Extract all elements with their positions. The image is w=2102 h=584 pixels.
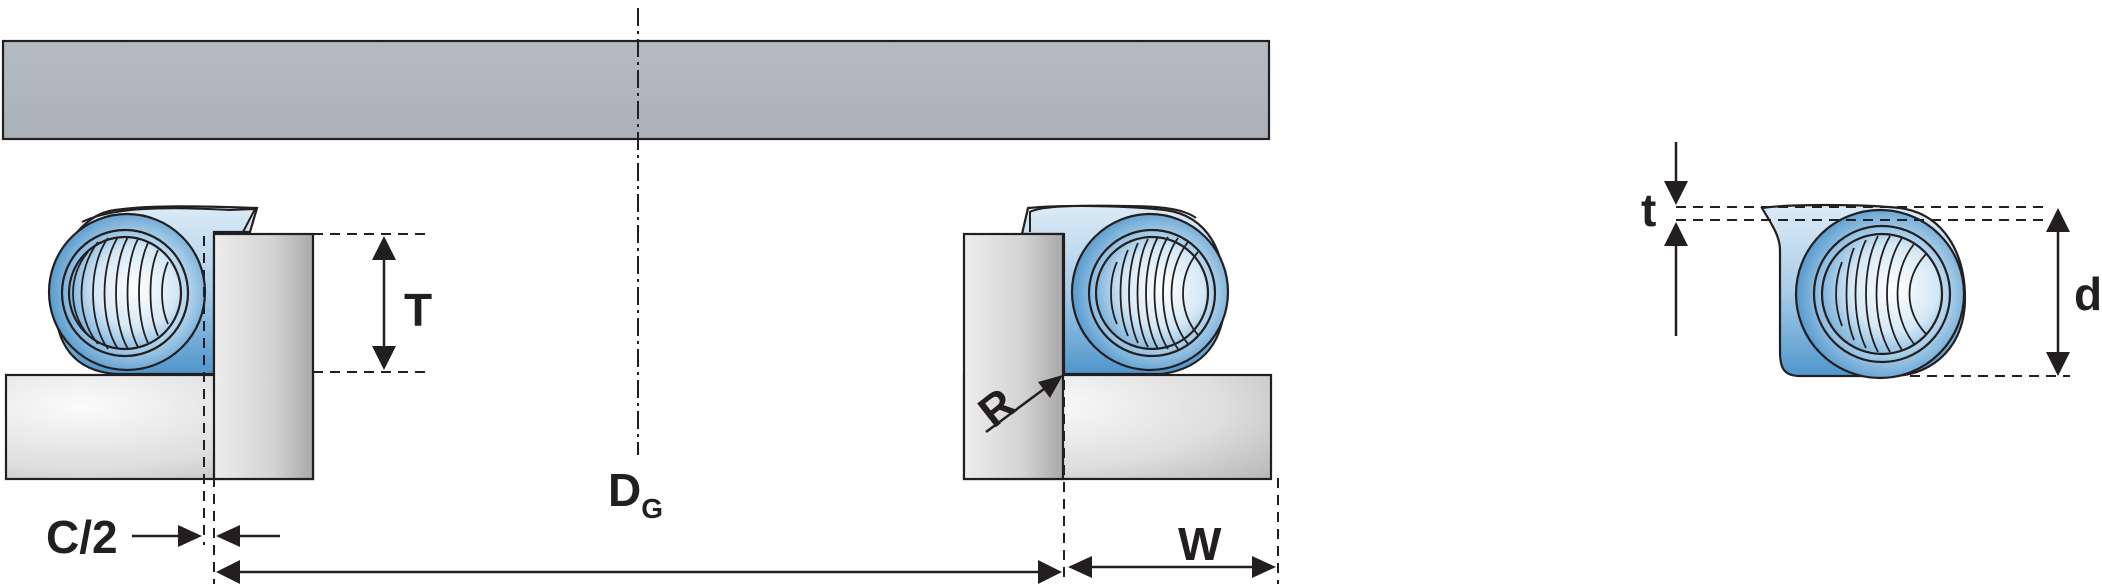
- left-spring-inner-ring: [60, 228, 190, 358]
- label-T: T: [404, 284, 432, 336]
- left-seal-lip: [81, 207, 257, 233]
- right-spring-inner-ring: [1087, 228, 1217, 358]
- label-C-half: C/2: [46, 511, 118, 563]
- dimension-W: W: [1068, 478, 1279, 584]
- dimension-DG: DG: [216, 380, 1065, 584]
- right-gland: [962, 204, 1273, 481]
- shaft: [1, 39, 1271, 141]
- label-DG: DG: [608, 464, 663, 524]
- right-coil-lines: [1110, 236, 1199, 350]
- detail-spring-inner-ring: [1812, 224, 1952, 364]
- label-DG-main: D: [608, 464, 641, 516]
- label-d: d: [2074, 268, 2102, 320]
- label-t: t: [1641, 184, 1656, 236]
- right-spring-coil: [1094, 235, 1210, 351]
- label-W: W: [1178, 518, 1222, 570]
- left-gland-wall: [212, 232, 315, 481]
- detail-coil-lines: [1835, 235, 1927, 353]
- left-coil-lines: [72, 236, 169, 350]
- right-gland-wall: [962, 232, 1065, 481]
- detail-spring-coil: [1820, 232, 1944, 356]
- label-DG-sub: G: [641, 493, 663, 524]
- dimension-T: T: [313, 233, 432, 373]
- seal-detail: t d: [1641, 142, 2102, 380]
- right-seal-lip: [1029, 204, 1197, 232]
- dimension-C-half: C/2: [46, 236, 280, 584]
- left-gland: [4, 205, 315, 481]
